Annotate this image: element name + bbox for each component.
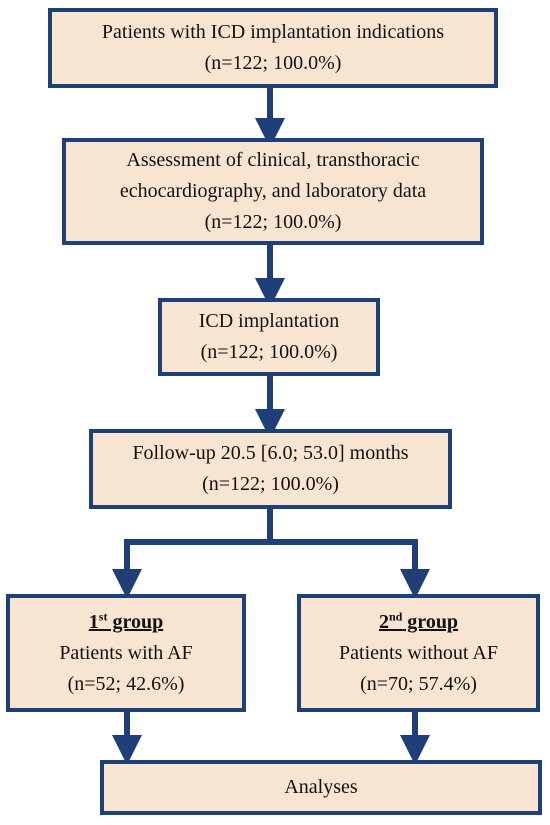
- group2-heading: 2nd group: [379, 607, 458, 638]
- box-analyses: Analyses: [100, 760, 542, 815]
- implantation-title: ICD implantation: [198, 310, 340, 332]
- box-icd-implantation: ICD implantation (n=122; 100.0%): [158, 298, 380, 376]
- group2-word: group: [402, 610, 459, 633]
- group2-count: (n=70; 57.4%): [360, 672, 477, 695]
- box-group-2: 2nd group Patients without AF (n=70; 57.…: [297, 594, 540, 712]
- group1-count: (n=52; 42.6%): [67, 672, 185, 695]
- followup-title: Follow-up 20.5 [6.0; 53.0] months: [132, 442, 409, 464]
- group2-description: Patients without AF: [339, 641, 498, 664]
- assessment-line-1: Assessment of clinical, transthoracic: [126, 149, 420, 171]
- group2-ordinal-suffix: nd: [388, 608, 403, 623]
- analyses-label: Analyses: [284, 776, 358, 798]
- assessment-line-2: echocardiography, and laboratory data: [119, 180, 427, 202]
- group1-heading: 1st group: [89, 607, 163, 638]
- assessment-count: (n=122; 100.0%): [204, 211, 342, 233]
- group1-word: group: [107, 610, 164, 633]
- indications-title: Patients with ICD implantation indicatio…: [101, 21, 445, 43]
- indications-count: (n=122; 100.0%): [204, 52, 342, 74]
- box-follow-up: Follow-up 20.5 [6.0; 53.0] months (n=122…: [89, 429, 452, 509]
- group1-ordinal-suffix: st: [98, 608, 108, 623]
- implantation-count: (n=122; 100.0%): [200, 341, 338, 363]
- box-icd-indications: Patients with ICD implantation indicatio…: [48, 8, 498, 88]
- group1-ordinal: 1: [88, 610, 99, 633]
- box-assessment: Assessment of clinical, transthoracic ec…: [62, 138, 484, 245]
- group1-description: Patients with AF: [59, 641, 193, 664]
- box-group-1: 1st group Patients with AF (n=52; 42.6%): [6, 594, 246, 712]
- group2-ordinal: 2: [378, 610, 389, 633]
- followup-count: (n=122; 100.0%): [202, 473, 339, 495]
